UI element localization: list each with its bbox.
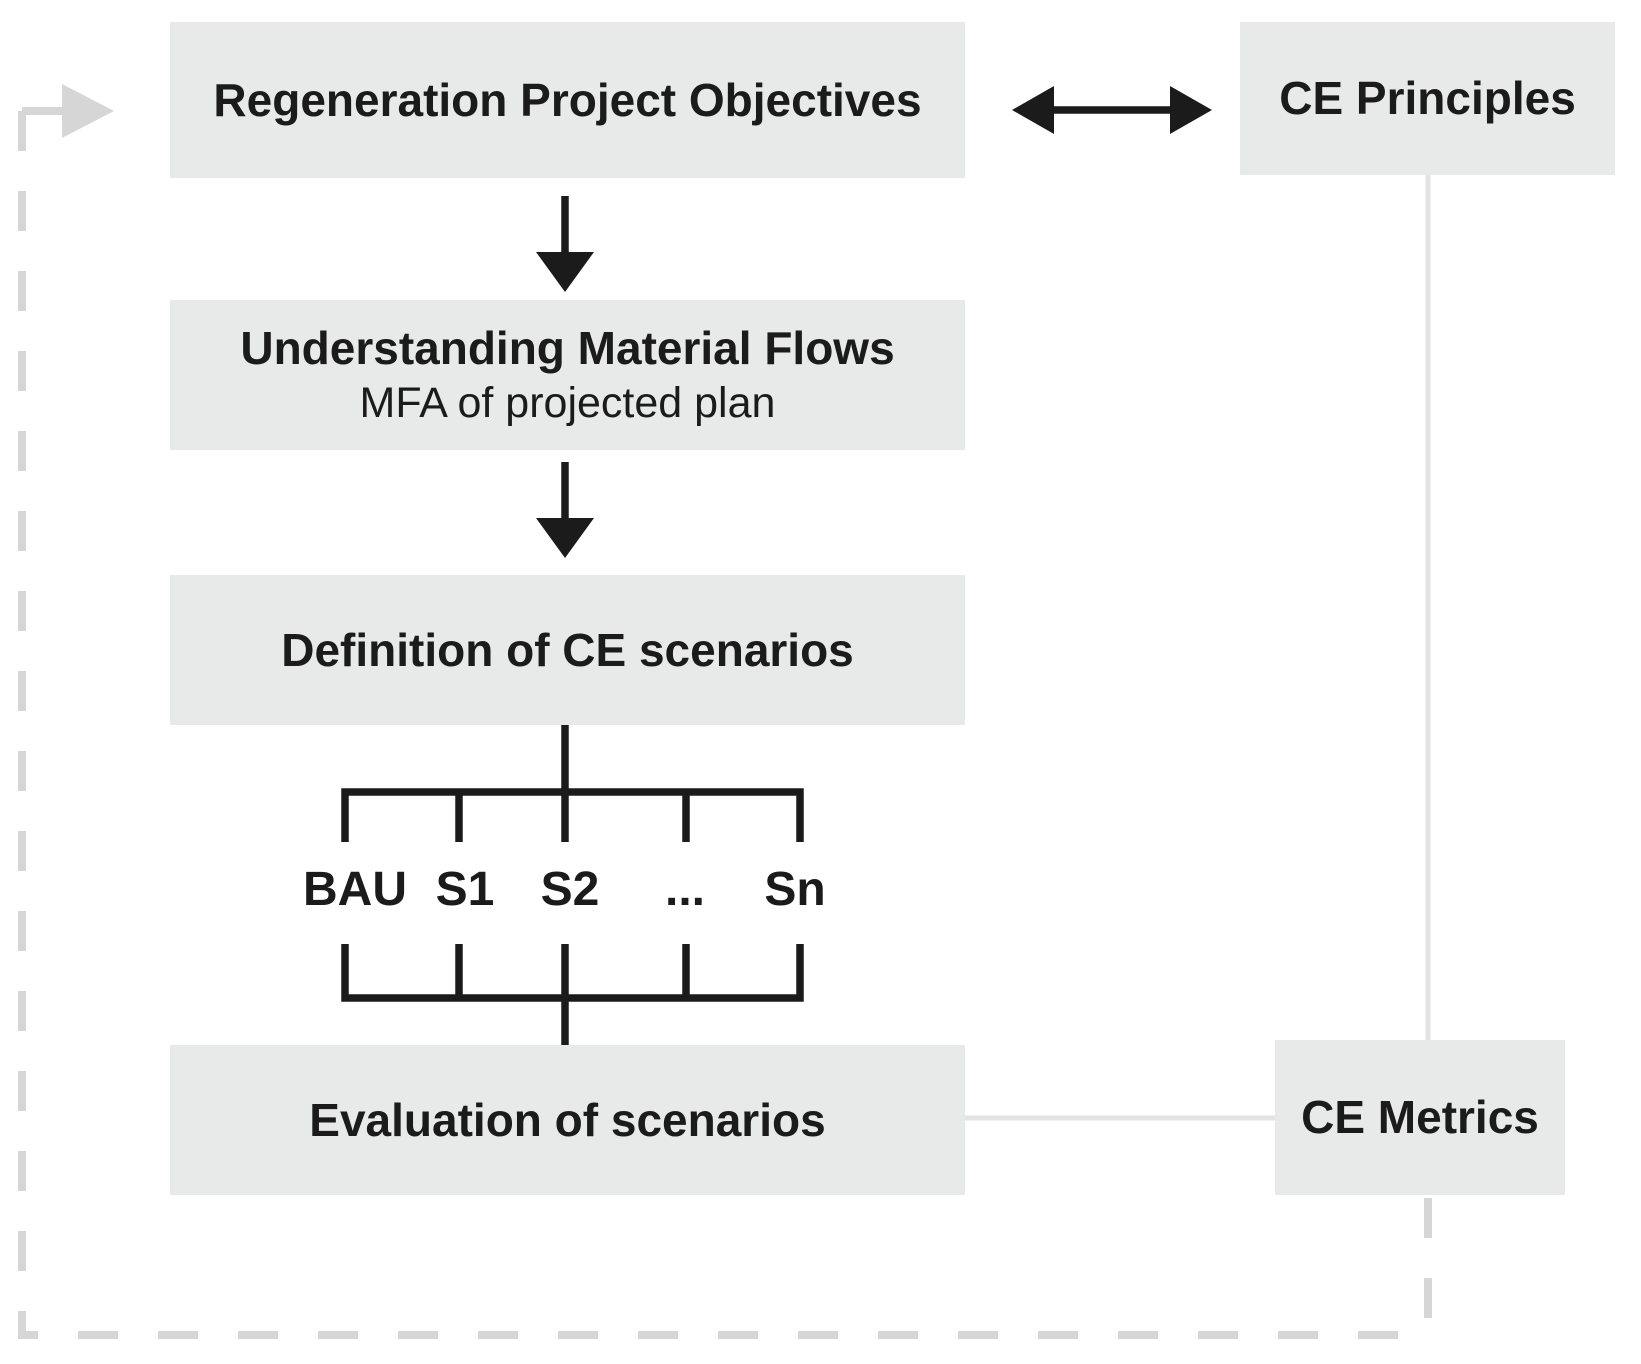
understanding-material-flows-subtitle: MFA of projected plan <box>359 378 776 427</box>
evaluation-scenarios-label: Evaluation of scenarios <box>309 1093 826 1146</box>
understanding-material-flows-box: Understanding Material Flows MFA of proj… <box>170 300 965 450</box>
down-arrow-1-icon <box>536 196 594 292</box>
evaluation-scenarios-box: Evaluation of scenarios <box>170 1045 965 1195</box>
feedback-loop <box>18 84 1432 1339</box>
scenario-split-bracket <box>341 725 804 842</box>
scenario-merge-bracket <box>341 944 804 1050</box>
ce-principles-box: CE Principles <box>1240 22 1615 175</box>
regeneration-objectives-box: Regeneration Project Objectives <box>170 22 965 178</box>
ce-metrics-label: CE Metrics <box>1301 1091 1539 1144</box>
definition-ce-scenarios-box: Definition of CE scenarios <box>170 575 965 725</box>
ce-metrics-box: CE Metrics <box>1275 1040 1565 1195</box>
light-connectors <box>965 175 1431 1121</box>
scenario-label-s2: S2 <box>540 863 600 916</box>
double-arrow-icon <box>1012 86 1212 134</box>
scenario-label-s1: S1 <box>435 863 495 916</box>
ce-principles-label: CE Principles <box>1279 72 1576 125</box>
understanding-material-flows-title: Understanding Material Flows <box>240 321 895 374</box>
scenario-label-bau: BAU <box>303 863 407 916</box>
scenario-label-ellipsis: ... <box>664 863 706 916</box>
down-arrow-2-icon <box>536 462 594 558</box>
scenario-label-sn: Sn <box>764 863 826 916</box>
definition-ce-scenarios-label: Definition of CE scenarios <box>281 623 854 676</box>
regeneration-objectives-label: Regeneration Project Objectives <box>213 73 922 126</box>
feedback-dashed-path <box>18 111 1428 1339</box>
feedback-arrowhead-icon <box>62 84 114 138</box>
